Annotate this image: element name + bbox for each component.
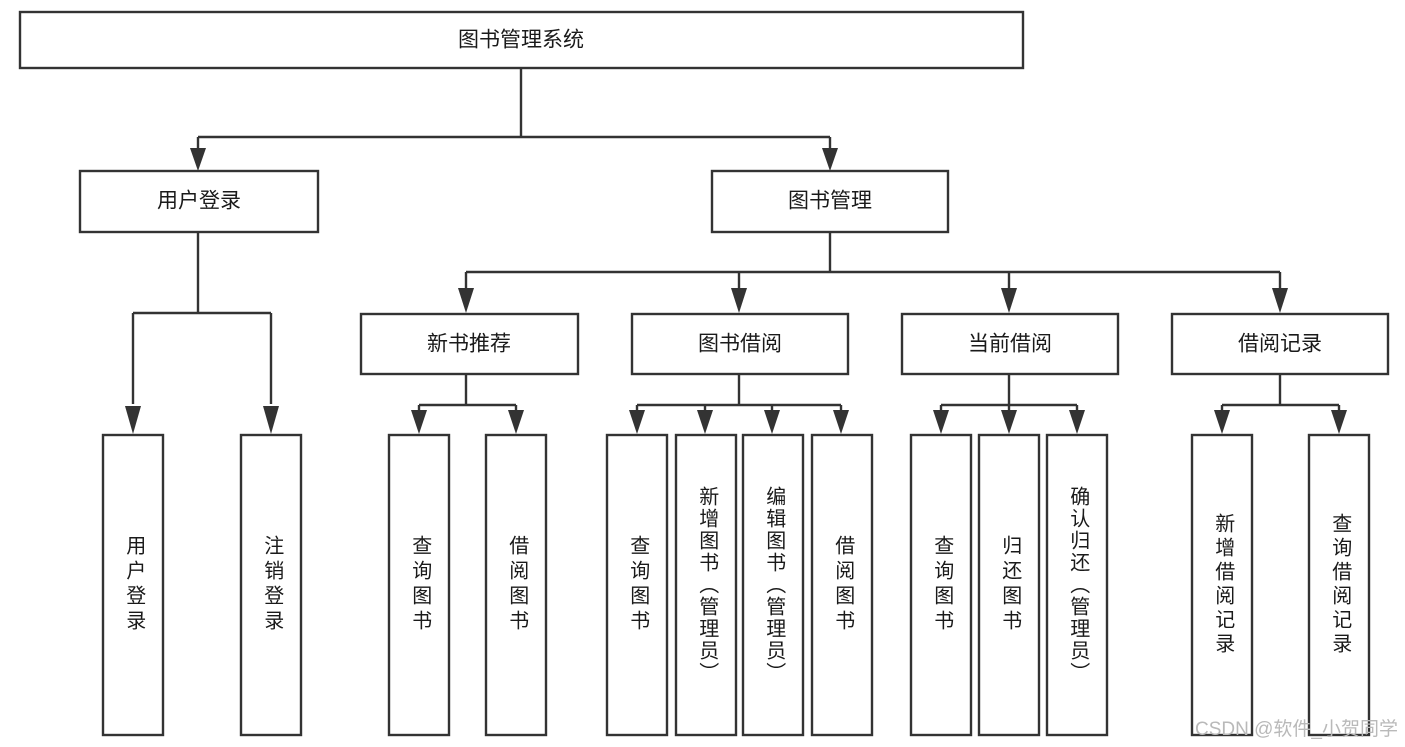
arrow-head-leaf-bb-2: [697, 410, 713, 434]
leaf-current-borrow-return-label: 归还图书: [999, 535, 1022, 635]
arrow-head-book-mgmt: [822, 148, 838, 171]
leaf-new-book-borrow-box[interactable]: [484, 433, 548, 737]
leaf-book-borrow-query[interactable]: 查询图书: [605, 433, 669, 737]
arrow-head-leaf-br-2: [1331, 410, 1347, 434]
leaf-user-login-login-box[interactable]: [101, 433, 165, 737]
leaf-current-borrow-confirm-label: 确认归还（管理员）: [1067, 486, 1090, 684]
leaf-user-login-logout[interactable]: 注销登录: [239, 433, 303, 737]
leaf-book-borrow-edit-box[interactable]: [741, 433, 805, 737]
leaf-current-borrow-confirm-box[interactable]: [1045, 433, 1109, 737]
leaf-current-borrow-confirm[interactable]: 确认归还（管理员）: [1045, 433, 1109, 737]
node-user-login[interactable]: 用户登录: [78, 169, 320, 234]
arrow-head-leaf-cb-3: [1069, 410, 1085, 434]
node-root-system-box[interactable]: [18, 10, 1025, 70]
csdn-watermark: CSDN @软件_小贺同学: [1195, 718, 1398, 740]
leaf-book-borrow-borrow[interactable]: 借阅图书: [810, 433, 874, 737]
leaf-book-borrow-add-box[interactable]: [674, 433, 738, 737]
arrow-head-leaf-cb-2: [1001, 410, 1017, 434]
arrow-head-new-book: [458, 288, 474, 313]
leaf-user-login-login[interactable]: 用户登录: [101, 433, 165, 737]
arrow-head-leaf-bb-3: [764, 410, 780, 434]
leaf-current-borrow-query[interactable]: 查询图书: [909, 433, 973, 737]
arrow-head-book-borrow: [731, 288, 747, 313]
node-user-login-label: 用户登录: [157, 190, 241, 213]
node-book-borrow[interactable]: 图书借阅: [630, 312, 850, 376]
arrow-head-borrow-record: [1272, 288, 1288, 313]
arrow-head-leaf-bb-1: [629, 410, 645, 434]
leaf-borrow-record-add-box[interactable]: [1190, 433, 1254, 737]
node-book-management-box[interactable]: [710, 169, 950, 234]
connector-layer: [125, 68, 1347, 434]
leaf-new-book-borrow-label: 借阅图书: [506, 535, 529, 635]
node-root-system-label: 图书管理系统: [458, 29, 584, 52]
leaf-new-book-query-label: 查询图书: [409, 535, 432, 635]
arrow-head-current-borrow: [1001, 288, 1017, 313]
leaf-current-borrow-return[interactable]: 归还图书: [977, 433, 1041, 737]
node-borrow-record-box[interactable]: [1170, 312, 1390, 376]
leaf-book-borrow-borrow-box[interactable]: [810, 433, 874, 737]
node-book-borrow-label: 图书借阅: [698, 333, 782, 356]
leaf-current-borrow-query-label: 查询图书: [931, 535, 954, 635]
node-borrow-record-label: 借阅记录: [1238, 333, 1322, 356]
arrow-head-leaf-bb-4: [833, 410, 849, 434]
leaf-user-login-login-label: 用户登录: [123, 535, 146, 635]
leaf-borrow-record-query-label: 查询借阅记录: [1329, 513, 1352, 657]
leaf-book-borrow-add[interactable]: 新增图书（管理员）: [674, 433, 738, 737]
arrow-head-leaf-br-1: [1214, 410, 1230, 434]
arrow-head-leaf-logout: [263, 406, 279, 434]
leaf-book-borrow-query-label: 查询图书: [627, 535, 650, 635]
leaf-user-login-logout-box[interactable]: [239, 433, 303, 737]
node-root-system[interactable]: 图书管理系统: [18, 10, 1025, 70]
node-new-book-recommend[interactable]: 新书推荐: [359, 312, 580, 376]
arrow-head-leaf-nb-1: [411, 410, 427, 434]
leaf-book-borrow-borrow-label: 借阅图书: [832, 535, 855, 635]
leaf-current-borrow-query-box[interactable]: [909, 433, 973, 737]
leaf-new-book-borrow[interactable]: 借阅图书: [484, 433, 548, 737]
node-borrow-record[interactable]: 借阅记录: [1170, 312, 1390, 376]
node-book-management-label: 图书管理: [788, 190, 872, 213]
leaf-book-borrow-query-box[interactable]: [605, 433, 669, 737]
arrow-head-leaf-cb-1: [933, 410, 949, 434]
node-current-borrow-box[interactable]: [900, 312, 1120, 376]
leaf-book-borrow-add-label: 新增图书（管理员）: [696, 486, 719, 684]
node-current-borrow-label: 当前借阅: [968, 333, 1052, 356]
arrow-head-leaf-nb-2: [508, 410, 524, 434]
node-user-login-box[interactable]: [78, 169, 320, 234]
leaf-book-borrow-edit[interactable]: 编辑图书（管理员）: [741, 433, 805, 737]
node-current-borrow[interactable]: 当前借阅: [900, 312, 1120, 376]
leaf-borrow-record-add-label: 新增借阅记录: [1212, 513, 1235, 657]
leaf-borrow-record-query[interactable]: 查询借阅记录: [1307, 433, 1371, 737]
leaf-current-borrow-return-box[interactable]: [977, 433, 1041, 737]
arrow-head-leaf-user-login: [125, 406, 141, 434]
arrow-head-user-login: [190, 148, 206, 171]
node-new-book-recommend-label: 新书推荐: [427, 333, 511, 356]
node-new-book-recommend-box[interactable]: [359, 312, 580, 376]
node-book-borrow-box[interactable]: [630, 312, 850, 376]
leaf-book-borrow-edit-label: 编辑图书（管理员）: [763, 486, 786, 684]
leaf-new-book-query[interactable]: 查询图书: [387, 433, 451, 737]
leaf-new-book-query-box[interactable]: [387, 433, 451, 737]
leaf-borrow-record-add[interactable]: 新增借阅记录: [1190, 433, 1254, 737]
leaf-borrow-record-query-box[interactable]: [1307, 433, 1371, 737]
leaf-user-login-logout-label: 注销登录: [261, 535, 284, 635]
node-book-management[interactable]: 图书管理: [710, 169, 950, 234]
